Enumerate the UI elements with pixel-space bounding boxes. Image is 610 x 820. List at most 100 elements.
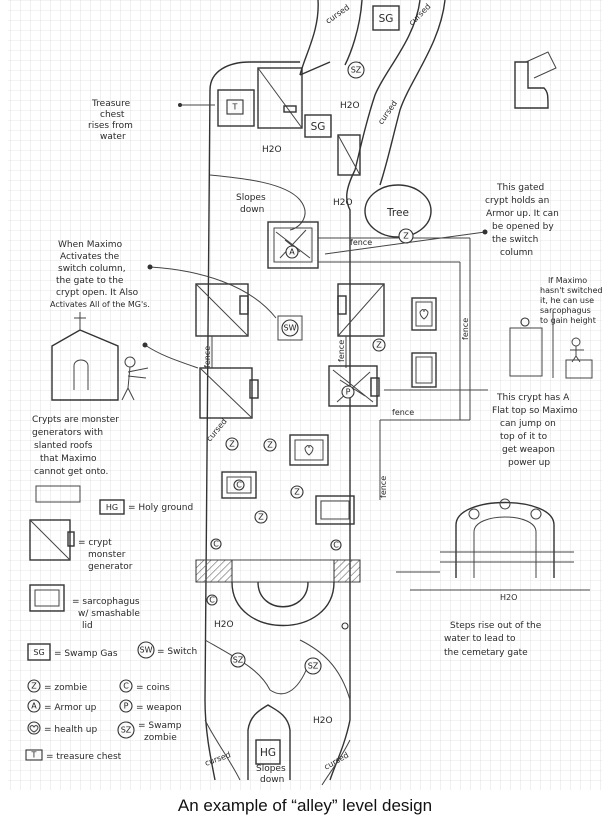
zombie-gate-label: Z	[403, 232, 409, 241]
legend-coins-text: = coins	[136, 683, 170, 693]
sarcophagus-lower-right	[315, 495, 355, 525]
cemetery-gate-illustration: H2O	[410, 498, 590, 602]
legend-sarc-line-2: lid	[82, 621, 93, 631]
coins-lower-2-label: C	[333, 541, 339, 550]
note-monster-generators: Crypts are monster generators with slant…	[32, 415, 119, 477]
bottom-right-bank	[321, 739, 351, 786]
legend-zombie-token	[27, 679, 41, 693]
sarcophagus-coins	[221, 471, 257, 499]
legend-zombie-text: = zombie	[44, 683, 88, 693]
zombie-lower-2	[263, 438, 277, 452]
crypt-illustration-body	[51, 329, 119, 401]
legend-sarcophagus-lid	[34, 589, 60, 607]
gated-crypt	[267, 221, 319, 269]
note-flat-line-3: top of it to	[500, 432, 548, 442]
legend-blank-box	[35, 485, 81, 503]
figure-caption: An example of “alley” level design	[177, 796, 433, 815]
note-jump-line-1: hasn't switched	[540, 286, 603, 295]
switch-column	[281, 319, 299, 337]
h2o-top: H2O	[340, 101, 360, 111]
gate-skull-2	[499, 498, 511, 510]
note-flat-line-0: This crypt has A	[496, 393, 570, 403]
treasure-chest-box	[217, 89, 255, 127]
legend-swamp-gas-tile	[27, 643, 51, 661]
note-switch-line-2: switch column,	[58, 264, 126, 274]
swamp-zombie-top-label: SZ	[351, 66, 362, 75]
crypt-top-left-diag	[257, 67, 303, 129]
slopes-down-upper-2: down	[240, 205, 264, 215]
note-steps-line-2: the cemetary gate	[444, 648, 528, 658]
alley-left-edge	[204, 89, 216, 781]
crypt-mid-left-door	[239, 295, 249, 315]
note-steps-rise: Steps rise out of the water to lead to t…	[444, 621, 542, 658]
swamp-zombie-2-label: SZ	[308, 662, 319, 671]
coins-lower-1-label: C	[213, 540, 219, 549]
note-gen-line-3: that Maximo	[40, 454, 97, 464]
sarcophagus-health-lid	[415, 301, 433, 327]
swamp-gas-mid	[304, 114, 332, 138]
note-maximo-jump: If Maximo hasn't switched it, he can use…	[540, 276, 603, 325]
fence-label-bottom: fence	[392, 408, 414, 417]
note-gen-line-0: Crypts are monster	[32, 415, 119, 425]
fence-label-mid-left: fence	[203, 346, 212, 368]
tree-shape	[364, 184, 432, 238]
note-switch-line-3: the gate to the	[56, 276, 124, 286]
legend-armor-token-label: A	[31, 702, 37, 711]
zombie-lower-2-label: Z	[267, 441, 273, 450]
gate-h2o-label: H2O	[500, 593, 517, 602]
legend-sarc-line-1: w/ smashable	[78, 609, 140, 619]
note-steps-line-0: Steps rise out of the	[450, 621, 542, 631]
coins-lower-3-label: C	[209, 596, 215, 605]
graph-paper-sketch: cursed cursed cursed SG Slopes down T SG…	[8, 0, 603, 790]
h2o-right: H2O	[333, 198, 353, 208]
slopes-down-upper-curve	[209, 174, 306, 231]
legend-health-token	[27, 721, 41, 735]
legend-weapon-token-label: P	[124, 702, 129, 711]
swamp-gas-top	[372, 5, 400, 31]
legend-holy-ground-text: = Holy ground	[128, 503, 193, 513]
note-treasure-chest: Treasure chest rises from water	[88, 99, 133, 142]
fence-label-mid-right: fence	[337, 340, 346, 362]
switch-column-label: SW	[284, 324, 297, 333]
note-jump-line-0: If Maximo	[548, 276, 587, 285]
zombie-lower-4-label: Z	[258, 513, 264, 522]
note-gated-line-1: crypt holds an	[485, 196, 549, 206]
u-bend-outer	[231, 581, 335, 627]
legend-switch-text: = Switch	[157, 647, 197, 657]
gate-skull-1	[468, 508, 480, 520]
note-switch-line-0: When Maximo	[58, 240, 123, 250]
legend-crypt-line-0: = crypt	[78, 538, 112, 548]
h2o-bottom: H2O	[313, 716, 333, 726]
heart-icon-lower	[304, 445, 314, 456]
maximo-sketch-token	[520, 317, 530, 327]
zombie-lower-3-label: Z	[294, 488, 300, 497]
gated-crypt-inner	[273, 227, 313, 263]
legend-swamp-gas-text: = Swamp Gas	[54, 649, 118, 659]
legend-crypt-generator-box	[29, 519, 71, 561]
note-steps-line-1: water to lead to	[444, 634, 516, 644]
coins-lower-1	[210, 538, 222, 550]
note-jump-line-3: sarcophagus	[540, 306, 591, 315]
legend-treasure-text: = treasure chest	[46, 752, 122, 762]
zombie-lower-4	[254, 510, 268, 524]
corner-doodle-top	[525, 51, 557, 79]
legend-switch-token	[137, 641, 155, 659]
legend-switch-token-label: SW	[140, 646, 153, 655]
legend-holy-ground-tile	[99, 499, 125, 515]
note-flat-line-1: Flat top so Maximo	[492, 406, 578, 416]
note-gen-line-2: slanted roofs	[34, 441, 93, 451]
zombie-lower-1	[225, 437, 239, 451]
stream-right-bank-2	[379, 0, 446, 186]
arrow-switch	[149, 266, 277, 319]
note-gated-line-5: column	[500, 248, 533, 258]
flat-top-crypt	[328, 365, 378, 407]
note-gated-line-2: Armor up. It can	[486, 209, 559, 219]
sarcophagus-health-lower-lid	[294, 439, 324, 461]
zombie-illustration	[121, 356, 149, 401]
crypt-mid-left-diag	[195, 283, 249, 337]
fence-label-right: fence	[461, 318, 470, 340]
crypt-lower-left	[199, 367, 253, 419]
arrow-switch-dot	[147, 264, 153, 270]
fence-label-lower: fence	[379, 476, 388, 498]
u-bend-inner	[257, 581, 309, 608]
